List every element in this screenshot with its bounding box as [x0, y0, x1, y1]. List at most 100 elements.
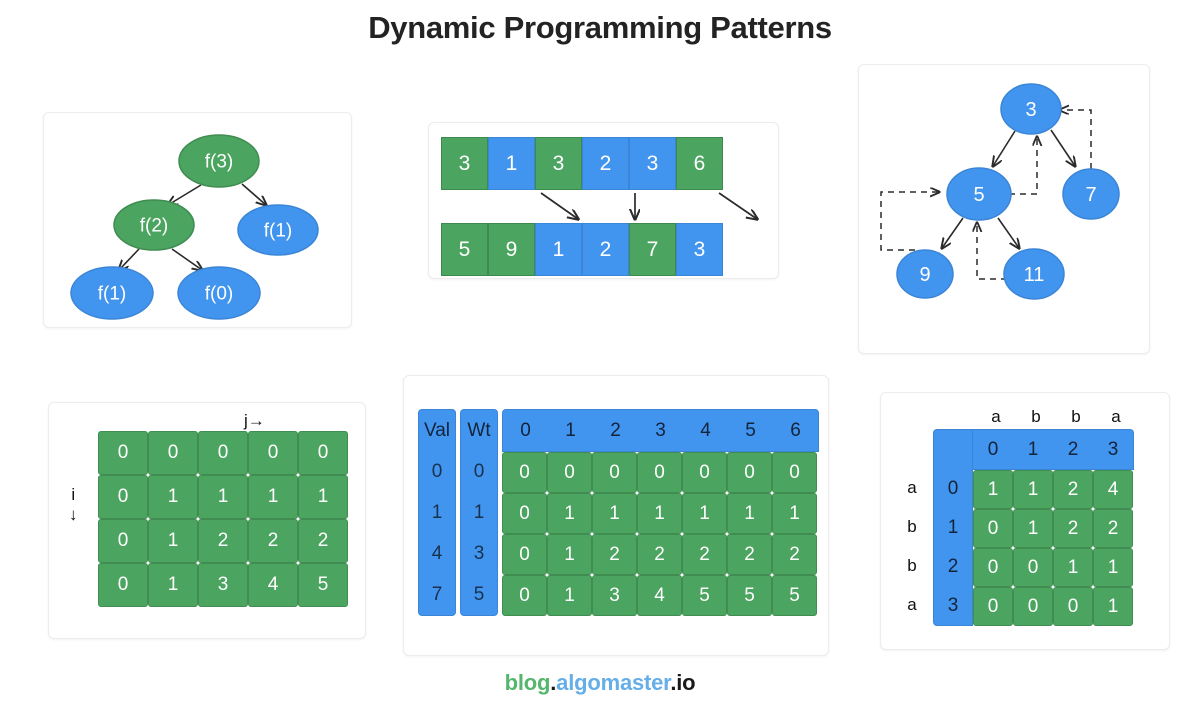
node-shape: [237, 204, 319, 256]
knapsack-wt-cell-1[interactable]: 1: [473, 501, 485, 523]
knapsack-wt-cell-2[interactable]: 3: [473, 542, 485, 564]
knapsack-cell-2-4[interactable]: 2: [682, 534, 727, 575]
knapsack-wt-cell-0[interactable]: 0: [473, 460, 485, 482]
knapsack-cell-2-1[interactable]: 1: [547, 534, 592, 575]
array-bottom-cell-0[interactable]: 5: [441, 223, 488, 276]
lcs-cell-1-0[interactable]: 0: [973, 509, 1013, 548]
knapsack-cell-1-0[interactable]: 0: [502, 493, 547, 534]
dp-grid-cell-2-4[interactable]: 2: [298, 519, 348, 563]
knapsack-cell-0-1[interactable]: 0: [547, 452, 592, 493]
knapsack-cell-3-0[interactable]: 0: [502, 575, 547, 616]
lcs-cell-1-1[interactable]: 1: [1013, 509, 1053, 548]
lcs-cell-3-1[interactable]: 0: [1013, 587, 1053, 626]
knapsack-cell-0-6[interactable]: 0: [772, 452, 817, 493]
dp-grid-cell-2-2[interactable]: 2: [198, 519, 248, 563]
lcs-cell-3-2[interactable]: 0: [1053, 587, 1093, 626]
dp-grid-cell-3-4[interactable]: 5: [298, 563, 348, 607]
knapsack-cell-0-3[interactable]: 0: [637, 452, 682, 493]
array-top-cell-1[interactable]: 1: [488, 137, 535, 190]
lcs-cell-0-3[interactable]: 4: [1093, 470, 1133, 509]
lcs-cell-2-2[interactable]: 1: [1053, 548, 1093, 587]
knapsack-cell-2-6[interactable]: 2: [772, 534, 817, 575]
lcs-cell-3-3[interactable]: 1: [1093, 587, 1133, 626]
knapsack-cell-3-3[interactable]: 4: [637, 575, 682, 616]
array-bottom-cell-4[interactable]: 7: [629, 223, 676, 276]
knapsack-val-cell-1[interactable]: 1: [431, 501, 443, 523]
dp-grid-cell-2-0[interactable]: 0: [98, 519, 148, 563]
lcs-cell-3-0[interactable]: 0: [973, 587, 1013, 626]
lcs-cell-2-1[interactable]: 0: [1013, 548, 1053, 587]
knapsack-cell-2-2[interactable]: 2: [592, 534, 637, 575]
dp-grid-cell-3-3[interactable]: 4: [248, 563, 298, 607]
dp-grid-cell-0-4[interactable]: 0: [298, 431, 348, 475]
knapsack-cell-1-1[interactable]: 1: [547, 493, 592, 534]
knapsack-val-cell-2[interactable]: 4: [431, 542, 443, 564]
knapsack-cell-1-6[interactable]: 1: [772, 493, 817, 534]
knapsack-val-cell-3[interactable]: 7: [431, 583, 443, 605]
knapsack-cell-2-5[interactable]: 2: [727, 534, 772, 575]
knapsack-cell-1-5[interactable]: 1: [727, 493, 772, 534]
array-bottom-cell-3[interactable]: 2: [582, 223, 629, 276]
tree-node-f3[interactable]: f(3): [178, 134, 260, 188]
knapsack-cell-1-3[interactable]: 1: [637, 493, 682, 534]
memo-node-5[interactable]: 5: [946, 167, 1012, 221]
array-bottom-cell-5[interactable]: 3: [676, 223, 723, 276]
dp-grid-cell-1-4[interactable]: 1: [298, 475, 348, 519]
memo-node-11[interactable]: 11: [1003, 248, 1065, 300]
array-top-cell-0[interactable]: 3: [441, 137, 488, 190]
memo-node-9[interactable]: 9: [896, 249, 954, 299]
array-top-cell-2[interactable]: 3: [535, 137, 582, 190]
array-bottom-cell-1[interactable]: 9: [488, 223, 535, 276]
knapsack-val-cell-0[interactable]: 0: [431, 460, 443, 482]
knapsack-cell-3-1[interactable]: 1: [547, 575, 592, 616]
lcs-cell-0-2[interactable]: 2: [1053, 470, 1093, 509]
knapsack-cell-2-0[interactable]: 0: [502, 534, 547, 575]
tree-node-f1-right[interactable]: f(1): [237, 204, 319, 256]
memo-node-7[interactable]: 7: [1062, 168, 1120, 220]
knapsack-capacity-6: 6: [790, 419, 801, 441]
knapsack-cell-3-4[interactable]: 5: [682, 575, 727, 616]
footer-brand[interactable]: blog.algomaster.io: [0, 670, 1200, 696]
array-top-cell-3[interactable]: 2: [582, 137, 629, 190]
knapsack-wt-cell-3[interactable]: 5: [473, 583, 485, 605]
lcs-cell-1-2[interactable]: 2: [1053, 509, 1093, 548]
array-top-cell-4[interactable]: 3: [629, 137, 676, 190]
dp-grid-cell-2-1[interactable]: 1: [148, 519, 198, 563]
lcs-cell-0-0[interactable]: 1: [973, 470, 1013, 509]
knapsack-cell-1-2[interactable]: 1: [592, 493, 637, 534]
dp-grid-cell-1-3[interactable]: 1: [248, 475, 298, 519]
knapsack-cell-3-5[interactable]: 5: [727, 575, 772, 616]
dp-grid-cell-3-2[interactable]: 3: [198, 563, 248, 607]
knapsack-cell-2-3[interactable]: 2: [637, 534, 682, 575]
dp-grid-cell-0-3[interactable]: 0: [248, 431, 298, 475]
dp-grid-cell-0-1[interactable]: 0: [148, 431, 198, 475]
dp-grid-cell-1-1[interactable]: 1: [148, 475, 198, 519]
tree-node-f1-left[interactable]: f(1): [70, 266, 154, 320]
dp-grid-cell-1-2[interactable]: 1: [198, 475, 248, 519]
lcs-cell-1-3[interactable]: 2: [1093, 509, 1133, 548]
array-bottom-cell-2[interactable]: 1: [535, 223, 582, 276]
knapsack-cell-3-6[interactable]: 5: [772, 575, 817, 616]
knapsack-cell-0-5[interactable]: 0: [727, 452, 772, 493]
tree-node-f0[interactable]: f(0): [177, 266, 261, 320]
lcs-cell-2-3[interactable]: 1: [1093, 548, 1133, 587]
dp-grid-cell-3-0[interactable]: 0: [98, 563, 148, 607]
dp-grid-cell-0-2[interactable]: 0: [198, 431, 248, 475]
tree-node-f2[interactable]: f(2): [113, 199, 195, 251]
knapsack-cell-0-0[interactable]: 0: [502, 452, 547, 493]
knapsack-cell-0-2[interactable]: 0: [592, 452, 637, 493]
lcs-cell-0-1[interactable]: 1: [1013, 470, 1053, 509]
knapsack-cell-1-4[interactable]: 1: [682, 493, 727, 534]
knapsack-cell-0-4[interactable]: 0: [682, 452, 727, 493]
dp-grid-cell-2-3[interactable]: 2: [248, 519, 298, 563]
dp-grid-cell-0-0[interactable]: 0: [98, 431, 148, 475]
dp-grid-cell-1-0[interactable]: 0: [98, 475, 148, 519]
lcs-cell-2-0[interactable]: 0: [973, 548, 1013, 587]
memo-node-3[interactable]: 3: [1000, 83, 1062, 135]
dp-grid-cell-3-1[interactable]: 1: [148, 563, 198, 607]
knapsack-cell-3-2[interactable]: 3: [592, 575, 637, 616]
array-top-cell-5[interactable]: 6: [676, 137, 723, 190]
